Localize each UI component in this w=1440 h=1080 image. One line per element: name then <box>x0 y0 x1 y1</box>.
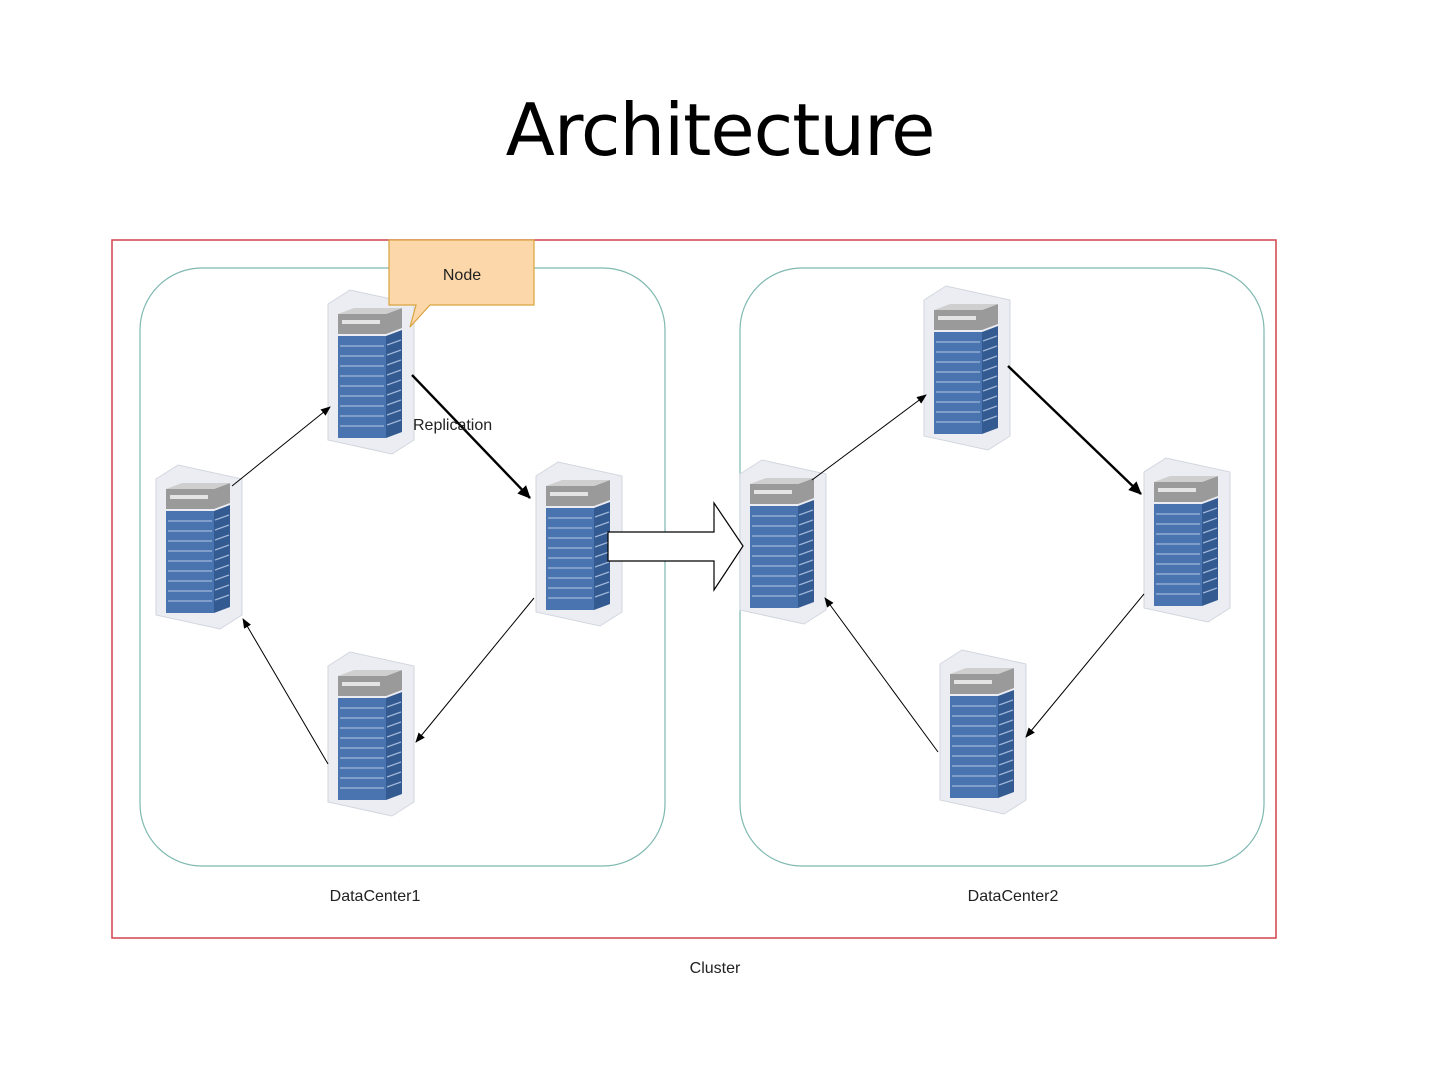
node-callout <box>388 239 535 328</box>
dc1-arrow-right-to-bottom <box>415 597 535 743</box>
dc2-arrow-right-to-bottom <box>1025 593 1145 738</box>
inter-datacenter-arrow <box>607 501 744 593</box>
dc1-arrow-bottom-to-left <box>242 618 329 765</box>
dc2-node-top <box>923 285 1011 451</box>
cluster-label: Cluster <box>690 960 741 977</box>
dc1-node-top <box>327 289 415 455</box>
dc1-node-left <box>155 464 243 630</box>
cluster-boundary <box>111 239 1277 939</box>
dc1-node-bottom <box>327 651 415 817</box>
datacenter1-label: DataCenter1 <box>330 888 421 905</box>
dc2-node-bottom <box>939 649 1027 815</box>
dc2-node-right <box>1143 457 1231 623</box>
slide-title: Architecture <box>505 88 936 172</box>
node-callout-label: Node <box>443 267 481 284</box>
datacenter2-label: DataCenter2 <box>968 888 1059 905</box>
replication-label: Replication <box>413 417 492 434</box>
dc1-arrow-left-to-top <box>231 406 331 487</box>
dc2-arrow-bottom-to-left <box>824 597 939 753</box>
dc2-node-left <box>739 459 827 625</box>
dc2-arrow-top-to-right <box>1007 365 1142 495</box>
dc2-arrow-left-to-top <box>811 394 927 481</box>
dc1-arrow-top-to-right <box>411 374 531 499</box>
